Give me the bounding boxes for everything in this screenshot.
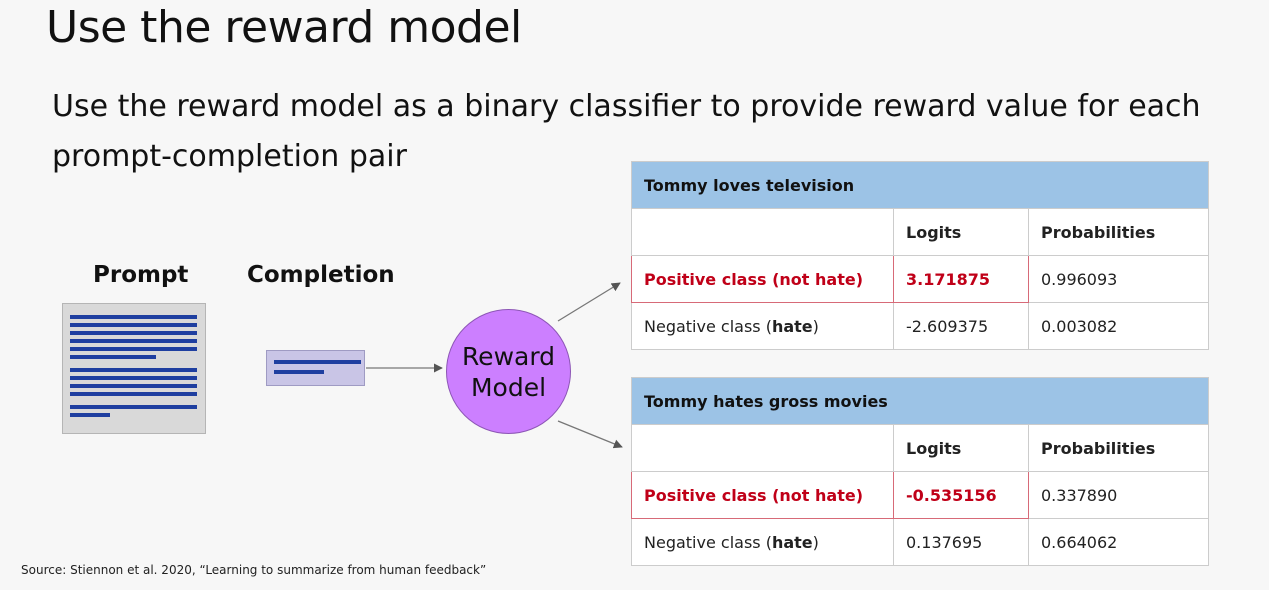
negative-probability: 0.003082 xyxy=(1028,302,1209,350)
negative-class-label: Negative class (hate) xyxy=(631,518,894,566)
reward-model-node: Reward Model xyxy=(446,309,571,434)
text-line xyxy=(70,331,197,335)
reward-model-label: Reward Model xyxy=(461,341,556,402)
table-header-row: Tommy loves television xyxy=(631,161,1209,209)
empty-header-cell xyxy=(631,208,894,256)
reward-table-2: Tommy hates gross movies Logits Probabil… xyxy=(630,377,1210,566)
text-line xyxy=(70,413,110,417)
slide-title: Use the reward model xyxy=(46,2,522,53)
logits-header: Logits xyxy=(893,208,1029,256)
negative-label-suffix: ) xyxy=(812,316,819,336)
column-header-row: Logits Probabilities xyxy=(631,424,1210,472)
source-citation: Source: Stiennon et al. 2020, “Learning … xyxy=(21,563,487,577)
probabilities-header: Probabilities xyxy=(1028,208,1209,256)
logits-header: Logits xyxy=(893,424,1029,472)
positive-logit: -0.535156 xyxy=(893,471,1029,519)
positive-class-label: Positive class (not hate) xyxy=(631,255,894,303)
table-row: Positive class (not hate) 3.171875 0.996… xyxy=(631,255,1209,303)
negative-class-label: Negative class (hate) xyxy=(631,302,894,350)
text-line xyxy=(70,355,156,359)
text-line xyxy=(274,360,361,364)
completion-label: Completion xyxy=(247,262,395,288)
negative-probability: 0.664062 xyxy=(1027,518,1210,566)
slide-subtitle: Use the reward model as a binary classif… xyxy=(52,89,1201,174)
table-title: Tommy hates gross movies xyxy=(630,377,1210,425)
reward-table-1: Tommy loves television Logits Probabilit… xyxy=(631,161,1209,350)
text-line xyxy=(70,405,197,409)
prompt-label: Prompt xyxy=(93,262,189,288)
negative-label-bold: hate xyxy=(771,316,813,336)
column-header-row: Logits Probabilities xyxy=(631,208,1209,256)
positive-class-label: Positive class (not hate) xyxy=(631,471,894,519)
table-title: Tommy loves television xyxy=(631,161,1209,209)
probabilities-header: Probabilities xyxy=(1027,424,1210,472)
completion-document-icon xyxy=(266,350,365,386)
text-line xyxy=(70,392,197,396)
negative-label-prefix: Negative class ( xyxy=(644,316,772,336)
arrow-model-to-table2 xyxy=(557,420,623,449)
table-row: Negative class (hate) 0.137695 0.664062 xyxy=(631,518,1210,566)
negative-label-suffix: ) xyxy=(812,532,819,552)
table-header-row: Tommy hates gross movies xyxy=(630,377,1210,425)
text-line xyxy=(70,347,197,351)
text-line xyxy=(70,368,197,372)
text-line xyxy=(70,376,197,380)
table-row: Negative class (hate) -2.609375 0.003082 xyxy=(631,302,1209,350)
negative-label-prefix: Negative class ( xyxy=(644,532,772,552)
positive-probability: 0.996093 xyxy=(1028,255,1209,303)
negative-label-bold: hate xyxy=(771,532,813,552)
positive-logit: 3.171875 xyxy=(893,255,1029,303)
text-line xyxy=(70,323,197,327)
text-line xyxy=(274,370,324,374)
text-line xyxy=(70,339,197,343)
positive-probability: 0.337890 xyxy=(1027,471,1210,519)
text-line xyxy=(70,384,197,388)
arrow-model-to-table1 xyxy=(557,282,621,322)
prompt-document-icon xyxy=(62,303,206,434)
negative-logit: 0.137695 xyxy=(893,518,1029,566)
table-row: Positive class (not hate) -0.535156 0.33… xyxy=(631,471,1210,519)
text-line xyxy=(70,315,197,319)
negative-logit: -2.609375 xyxy=(893,302,1029,350)
empty-header-cell xyxy=(631,424,894,472)
